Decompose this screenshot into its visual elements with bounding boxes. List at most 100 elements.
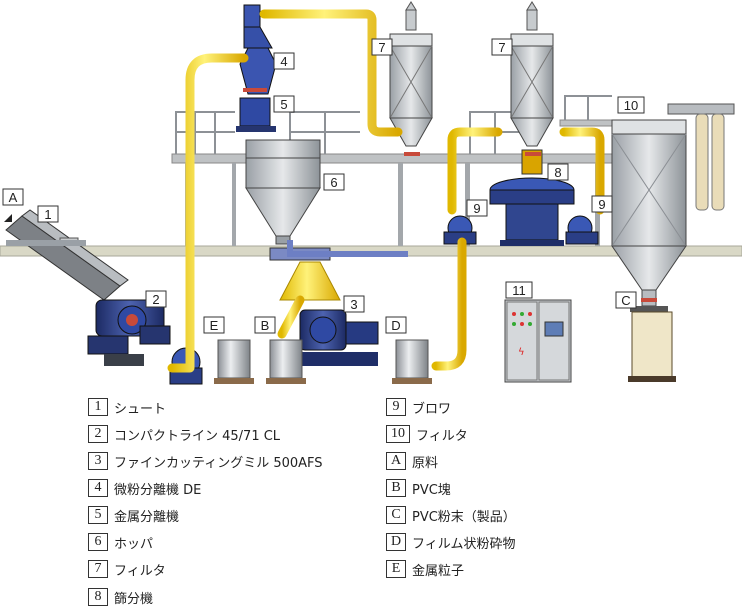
filter-7-left [389,1,433,147]
svg-text:8: 8 [554,165,561,180]
legend-label: PVC粉末（製品） [412,509,516,525]
svg-text:7: 7 [378,40,385,55]
tag-7-left: 7 [371,38,393,56]
tag-C: C [615,291,637,309]
svg-text:7: 7 [498,40,505,55]
legend-key: 9 [386,398,406,416]
legend-label: フィルタ [114,563,166,579]
legend-label: フィルタ [416,428,468,444]
platform-right [559,119,619,127]
svg-text:E: E [210,318,219,333]
svg-text:ϟ: ϟ [518,347,525,358]
legend-label: 篩分機 [114,591,154,607]
svg-text:9: 9 [473,201,480,216]
legend-item-10: 10 フィルタ [386,424,468,444]
legend-key: 7 [88,560,108,578]
legend-item-A: A 原料 [386,451,438,471]
legend-item-2: 2 コンパクトライン 45/71 CL [88,424,280,444]
tag-B: B [254,316,276,334]
fine-separator-4 [239,4,277,95]
svg-text:11: 11 [512,283,526,298]
tag-D: D [385,316,407,334]
svg-text:9: 9 [598,197,605,212]
legend-label: 金属粒子 [412,563,465,579]
svg-text:B: B [261,318,270,333]
svg-text:1: 1 [44,207,51,222]
svg-text:C: C [621,293,630,308]
legend-key: 2 [88,425,108,443]
tag-2: 2 [145,290,167,308]
legend-item-9: 9 ブロワ [386,397,451,417]
tag-9-right: 9 [591,195,613,213]
legend-item-7: 7 フィルタ [88,559,166,579]
legend-label: フィルム状粉砕物 [412,536,516,552]
legend-label: 金属分離機 [114,509,180,525]
process-diagram: ϟ A 1 [0,1,742,385]
legend-key: D [386,533,406,551]
tag-6: 6 [323,173,345,191]
legend-item-5: 5 金属分離機 [88,505,179,525]
drum-E [214,339,254,384]
control-panel-11: ϟ [504,299,572,383]
filter-10 [611,103,735,291]
compact-line-2 [87,299,171,366]
tag-7-right: 7 [491,38,513,56]
tag-1: 1 [37,205,59,223]
tag-3: 3 [343,295,365,313]
legend-item-4: 4 微粉分離機 DE [88,478,201,498]
svg-text:D: D [391,318,400,333]
legend-key: 4 [88,479,108,497]
filter-7-right [510,1,554,147]
svg-text:A: A [9,190,18,205]
legend-item-1: 1 シュート [88,397,166,417]
legend-key: E [386,560,406,578]
pneumatic-pipes [167,9,605,373]
legend-label: シュート [114,401,167,417]
legend-key: 10 [386,425,410,443]
legend-key: 5 [88,506,108,524]
svg-text:2: 2 [152,292,159,307]
svg-text:3: 3 [350,297,357,312]
tag-5: 5 [273,95,295,113]
tag-A: A [2,188,24,206]
legend-label: PVC塊 [412,482,451,498]
sifter-8 [489,149,575,246]
legend-key: 3 [88,452,108,470]
chute [5,209,129,301]
tag-8: 8 [547,163,569,181]
flange-markers [243,88,657,302]
tag-E: E [203,316,225,334]
legend-item-3: 3 ファインカッティングミル 500AFS [88,451,323,471]
tag-11: 11 [505,281,533,299]
blower-9-right [565,215,599,245]
legend-key: 8 [88,588,108,606]
svg-text:6: 6 [330,175,337,190]
legend-item-C: C PVC粉末（製品） [386,505,516,525]
drum-B [266,339,306,384]
svg-text:5: 5 [280,97,287,112]
legend-key: 6 [88,533,108,551]
legend-item-D: D フィルム状粉砕物 [386,532,515,552]
hopper-6 [245,139,321,245]
legend-item-B: B PVC塊 [386,478,451,498]
legend-item-6: 6 ホッパ [88,532,153,552]
legend-label: コンパクトライン 45/71 CL [114,428,281,444]
upper-platform [171,153,613,164]
mill-feed-pipe [287,240,408,257]
legend-item-E: E 金属粒子 [386,559,464,579]
legend-item-8: 8 篩分機 [88,587,153,607]
metal-separator-5 [236,97,276,132]
tag-10: 10 [617,96,645,114]
tag-4: 4 [273,52,295,70]
diagram-labels: A 1 2 4 5 6 7 7 10 8 9 9 3 11 E B D C [2,38,645,334]
drum-D [392,339,432,384]
arrow-icon [4,214,12,222]
legend-label: ブロワ [412,401,452,417]
legend-label: ファインカッティングミル 500AFS [114,455,323,471]
legend-key: A [386,452,406,470]
blower-9-left [443,215,477,245]
legend-key: B [386,479,406,497]
legend-key: C [386,506,406,524]
svg-text:10: 10 [624,98,638,113]
legend-label: ホッパ [114,536,154,552]
